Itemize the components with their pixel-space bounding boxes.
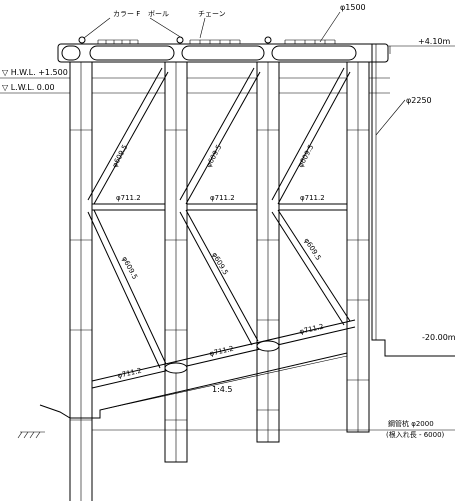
label-strut-mid-1: φ711.2 <box>116 194 141 202</box>
label-brace-lower-3: φ609.5 <box>302 237 322 262</box>
label-strut-mid-2: φ711.2 <box>210 194 235 202</box>
water-level-lines <box>0 77 390 94</box>
label-brace-upper-1: φ609.5 <box>111 143 130 169</box>
lower-struts <box>91 319 356 389</box>
upper-braces <box>87 67 351 205</box>
label-ball: ボール <box>148 10 169 18</box>
label-brace-upper-2: φ609.5 <box>205 143 224 169</box>
label-seabed-level: -20.00m <box>422 333 456 342</box>
label-hwl: ▽ H.W.L. +1.500 <box>2 68 68 77</box>
top-deck <box>57 11 389 63</box>
label-penetration: (根入れ長 - 6000) <box>386 430 445 439</box>
label-lwl: ▽ L.W.L. 0.00 <box>2 83 55 92</box>
label-brace-lower-1: φ609.5 <box>120 255 139 281</box>
label-chain: チェーン <box>198 10 226 18</box>
lower-braces <box>87 209 351 369</box>
label-pile: φ2250 <box>406 96 432 105</box>
label-slope: 1:4.5 <box>212 385 233 394</box>
mid-struts <box>91 203 348 211</box>
label-top-pipe: φ1500 <box>340 3 366 12</box>
right-outline <box>371 44 455 357</box>
label-top-level: +4.10m <box>418 37 451 46</box>
top-level-line <box>378 45 455 54</box>
label-steel-pile: 鋼管杭 φ2000 <box>388 419 434 428</box>
seabed <box>17 352 455 439</box>
label-collar: カラー F <box>113 10 140 18</box>
label-strut-low-1: φ711.2 <box>117 367 143 380</box>
label-strut-mid-3: φ711.2 <box>300 194 325 202</box>
label-strut-low-3: φ711.2 <box>299 323 325 336</box>
label-brace-upper-3: φ609.5 <box>297 143 316 169</box>
